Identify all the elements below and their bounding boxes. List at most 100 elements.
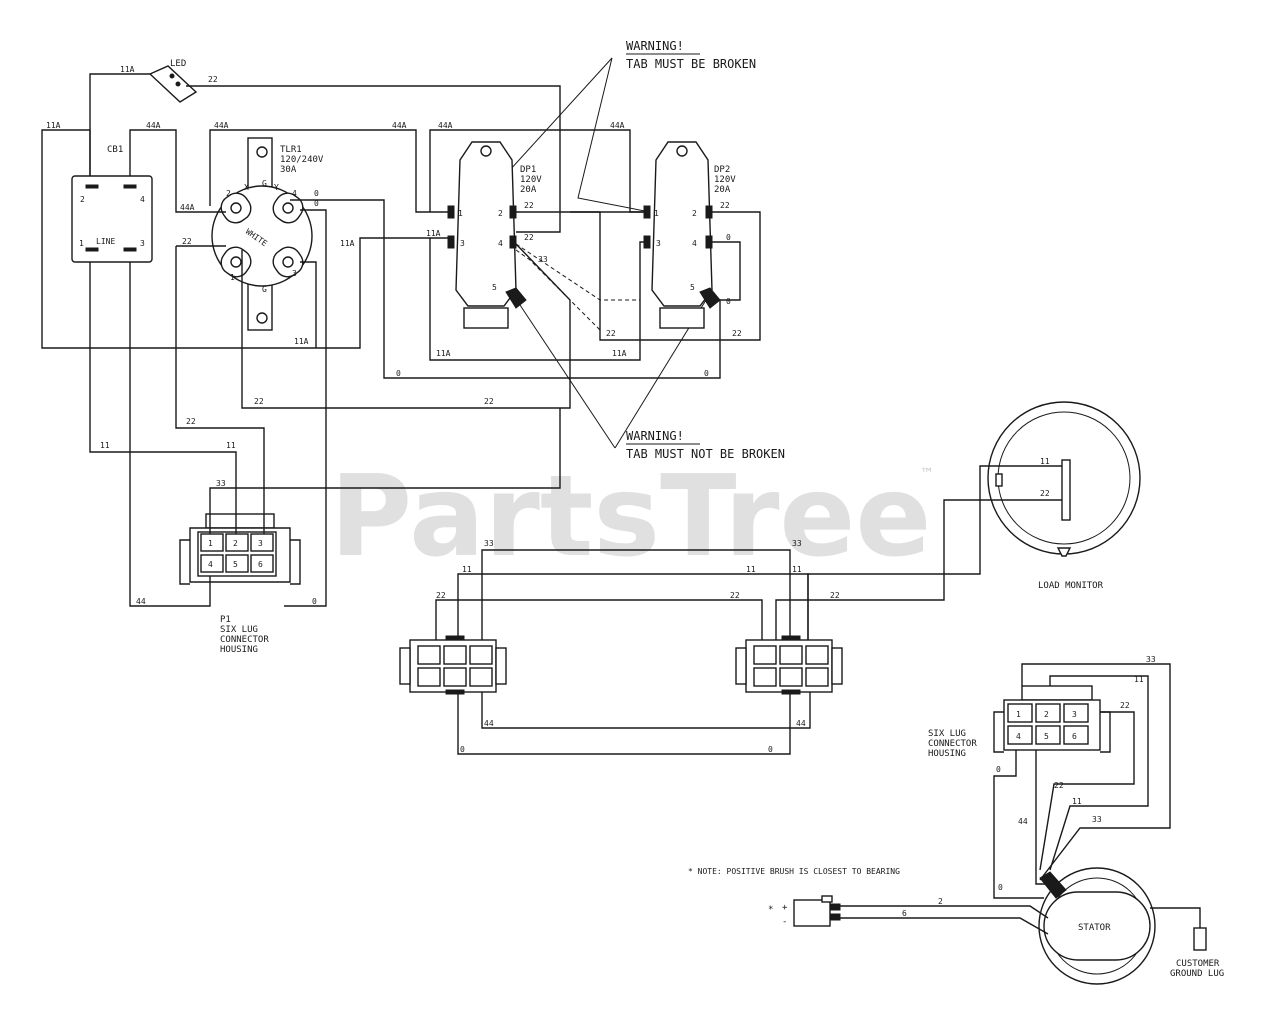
- inline-connector-right: [735, 635, 843, 695]
- svg-text:G: G: [262, 179, 267, 188]
- svg-text:2: 2: [226, 189, 231, 198]
- inline-connector-left: [399, 635, 507, 695]
- svg-text:GROUND LUG: GROUND LUG: [1170, 969, 1224, 979]
- svg-text:11: 11: [746, 565, 756, 574]
- customer-ground-lug: CUSTOMER GROUND LUG: [1150, 907, 1224, 979]
- svg-text:LINE: LINE: [96, 237, 115, 246]
- svg-text:33: 33: [216, 479, 226, 488]
- watermark-tm: ™: [920, 466, 934, 482]
- svg-text:44A: 44A: [392, 121, 407, 130]
- svg-text:11: 11: [1040, 457, 1050, 466]
- svg-text:0: 0: [726, 297, 731, 306]
- svg-text:WARNING!: WARNING!: [626, 39, 684, 53]
- svg-text:0: 0: [312, 597, 317, 606]
- svg-text:CB1: CB1: [107, 145, 123, 155]
- svg-text:44A: 44A: [610, 121, 625, 130]
- svg-text:1: 1: [79, 239, 84, 248]
- duplex-receptacle-dp2: DP2 120V 20A 1 3 2 4 5: [643, 141, 736, 329]
- svg-text:CUSTOMER: CUSTOMER: [1176, 959, 1220, 969]
- svg-text:DP1: DP1: [520, 165, 536, 175]
- svg-text:33: 33: [538, 255, 548, 264]
- svg-text:LOAD MONITOR: LOAD MONITOR: [1038, 581, 1104, 591]
- svg-text:120/240V: 120/240V: [280, 155, 324, 165]
- svg-text:44A: 44A: [214, 121, 229, 130]
- svg-text:TAB MUST BE BROKEN: TAB MUST BE BROKEN: [626, 57, 756, 71]
- svg-text:22: 22: [732, 329, 742, 338]
- svg-text:2: 2: [498, 209, 503, 218]
- svg-text:6: 6: [902, 909, 907, 918]
- watermark: PartsTree: [330, 452, 931, 582]
- svg-text:6: 6: [1072, 732, 1077, 741]
- svg-text:CONNECTOR: CONNECTOR: [220, 635, 269, 645]
- svg-text:3: 3: [292, 269, 297, 278]
- svg-text:+: +: [782, 903, 788, 913]
- svg-text:5: 5: [233, 560, 238, 569]
- duplex-receptacle-dp1: DP1 120V 20A 1 3 2 4 5: [447, 141, 542, 329]
- svg-text:0: 0: [460, 745, 465, 754]
- svg-text:0: 0: [314, 199, 319, 208]
- svg-text:33: 33: [1092, 815, 1102, 824]
- svg-text:0: 0: [704, 369, 709, 378]
- svg-text:3: 3: [1072, 710, 1077, 719]
- svg-text:44: 44: [796, 719, 806, 728]
- svg-text:0: 0: [726, 233, 731, 242]
- svg-text:22: 22: [484, 397, 494, 406]
- svg-text:3: 3: [258, 539, 263, 548]
- svg-text:0: 0: [996, 765, 1001, 774]
- svg-text:2: 2: [692, 209, 697, 218]
- svg-text:22: 22: [524, 233, 534, 242]
- svg-text:5: 5: [492, 283, 497, 292]
- circuit-breaker-cb1: CB1 2 4 1 3 LINE: [71, 145, 153, 263]
- svg-text:11A: 11A: [612, 349, 627, 358]
- svg-text:-: -: [782, 917, 787, 927]
- svg-text:0: 0: [396, 369, 401, 378]
- svg-text:1: 1: [208, 539, 213, 548]
- svg-text:X: X: [244, 183, 249, 192]
- svg-text:22: 22: [720, 201, 730, 210]
- svg-text:120V: 120V: [714, 175, 736, 185]
- svg-text:6: 6: [258, 560, 263, 569]
- svg-text:5: 5: [1044, 732, 1049, 741]
- svg-text:4: 4: [140, 195, 145, 204]
- svg-text:3: 3: [460, 239, 465, 248]
- wiring-top: [41, 73, 761, 607]
- svg-text:22: 22: [182, 237, 192, 246]
- svg-text:11: 11: [462, 565, 472, 574]
- svg-text:11A: 11A: [436, 349, 451, 358]
- svg-text:1: 1: [654, 209, 659, 218]
- svg-text:4: 4: [498, 239, 503, 248]
- svg-text:11A: 11A: [426, 229, 441, 238]
- svg-text:SIX LUG: SIX LUG: [928, 729, 966, 739]
- svg-text:Y: Y: [274, 183, 279, 192]
- brush-note: * NOTE: POSITIVE BRUSH IS CLOSEST TO BEA…: [688, 867, 900, 876]
- svg-text:22: 22: [436, 591, 446, 600]
- svg-text:11A: 11A: [294, 337, 309, 346]
- svg-text:22: 22: [1120, 701, 1130, 710]
- svg-text:33: 33: [484, 539, 494, 548]
- svg-text:11: 11: [226, 441, 236, 450]
- svg-text:3: 3: [656, 239, 661, 248]
- warning-tab-not-broken: WARNING! TAB MUST NOT BE BROKEN: [517, 299, 785, 461]
- svg-text:4: 4: [1016, 732, 1021, 741]
- svg-text:22: 22: [186, 417, 196, 426]
- svg-text:22: 22: [524, 201, 534, 210]
- svg-text:44A: 44A: [438, 121, 453, 130]
- svg-text:44A: 44A: [146, 121, 161, 130]
- svg-text:11A: 11A: [340, 239, 355, 248]
- svg-text:2: 2: [938, 897, 943, 906]
- svg-text:0: 0: [998, 883, 1003, 892]
- svg-text:DP2: DP2: [714, 165, 730, 175]
- svg-text:11: 11: [792, 565, 802, 574]
- svg-text:11: 11: [1072, 797, 1082, 806]
- svg-text:0: 0: [314, 189, 319, 198]
- svg-text:4: 4: [692, 239, 697, 248]
- svg-text:22: 22: [730, 591, 740, 600]
- svg-text:CONNECTOR: CONNECTOR: [928, 739, 977, 749]
- svg-text:3: 3: [140, 239, 145, 248]
- svg-text:LED: LED: [170, 59, 186, 69]
- svg-text:STATOR: STATOR: [1078, 923, 1111, 933]
- svg-text:22: 22: [1054, 781, 1064, 790]
- svg-text:44: 44: [1018, 817, 1028, 826]
- wiring-bottom: [435, 465, 1171, 935]
